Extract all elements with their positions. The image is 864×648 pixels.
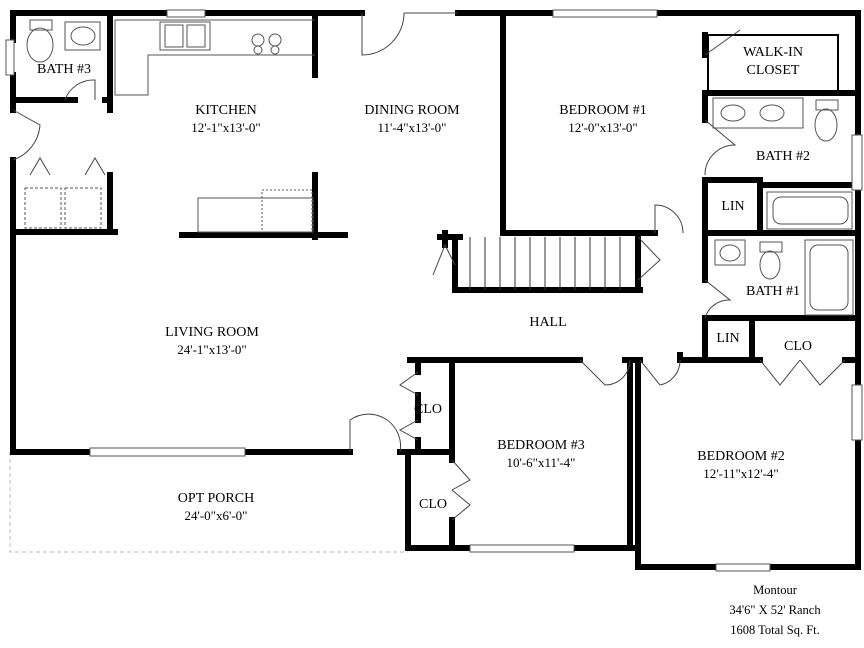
stairs [469,237,621,290]
lin-upper-label: LIN [721,199,744,214]
model-name: Montour [753,583,798,597]
model-size: 34'6" X 52' Ranch [729,603,821,617]
thin-walls [629,34,839,548]
lin-lower-label: LIN [716,331,739,346]
clo-right-label: CLO [784,339,812,354]
porch-dim: 24'-0"x6'-0" [185,508,248,523]
kitchen-dim: 12'-1"x13'-0" [191,120,260,135]
dining-room-label: DINING ROOM [364,103,460,118]
bath3-label: BATH #3 [37,62,91,77]
living-room-label: LIVING ROOM [165,325,259,340]
bedroom3-dim: 10'-6"x11'-4" [507,455,576,470]
kitchen-label: KITCHEN [195,103,256,118]
porch-label: OPT PORCH [178,491,254,506]
bedroom1-label: BEDROOM #1 [559,103,647,118]
walls [10,10,861,570]
bath2-label: BATH #2 [756,149,810,164]
walkin-closet-label-line2: CLOSET [747,63,800,78]
porch-outline [9,452,408,553]
bedroom1-dim: 12'-0"x13'-0" [568,120,637,135]
clo-low-label: CLO [419,497,447,512]
walkin-closet-label-line1: WALK-IN [743,45,803,60]
bedroom2-dim: 12'-11"x12'-4" [703,466,778,481]
clo-mid-label: CLO [414,402,442,417]
dining-room-dim: 11'-4"x13'-0" [378,120,447,135]
hall-label: HALL [529,315,566,330]
bedroom2-label: BEDROOM #2 [697,449,785,464]
bath1-label: BATH #1 [746,284,800,299]
bedroom3-label: BEDROOM #3 [497,438,585,453]
doors [12,12,846,521]
windows [5,9,863,572]
fixtures [24,19,854,316]
living-room-dim: 24'-1"x13'-0" [177,342,246,357]
model-area: 1608 Total Sq. Ft. [730,623,820,637]
